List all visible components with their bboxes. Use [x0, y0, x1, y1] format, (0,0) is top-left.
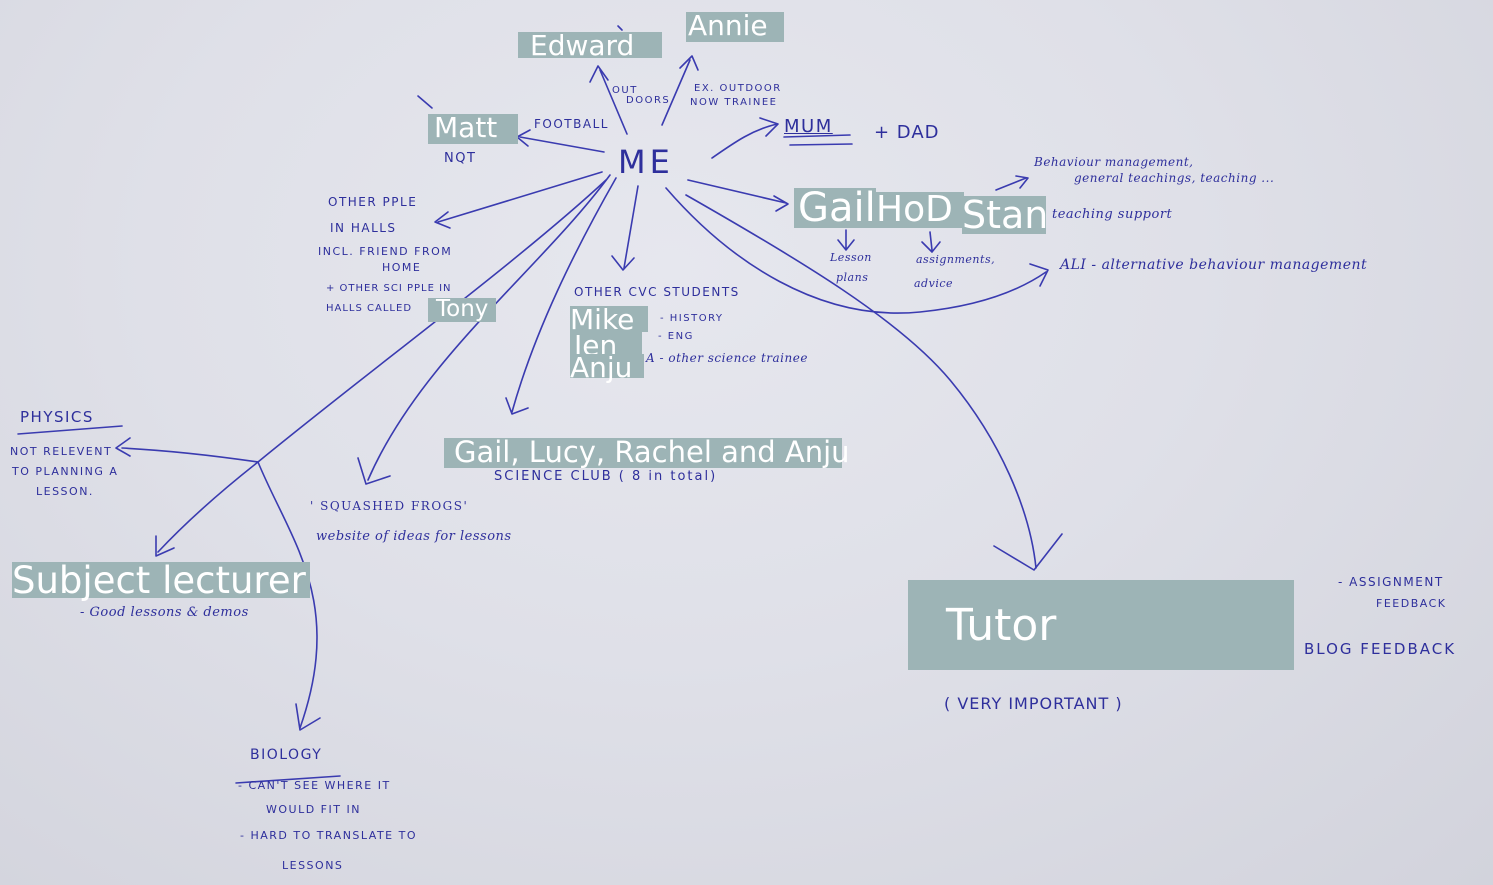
assignment-note-1: - ASSIGNMENT — [1338, 575, 1444, 589]
arrowhead-mum — [759, 117, 779, 137]
arrowhead-science-club — [505, 397, 529, 415]
annie-note-2: NOW TRAINEE — [690, 97, 778, 108]
label-tutor: Tutor — [908, 580, 1294, 670]
stray-mark-annie — [617, 25, 623, 31]
label-matt: Matt — [428, 114, 518, 144]
arrow-stan-notes — [995, 175, 1029, 191]
arrowhead-cvc — [611, 255, 635, 271]
me-center-node: ME — [618, 143, 674, 181]
label-hod: HoD — [876, 192, 964, 228]
label-stan: Stan — [962, 193, 1049, 237]
stray-mark-matt — [417, 95, 433, 109]
arrowhead-frogs — [357, 457, 391, 485]
ali-note: ALI - alternative behaviour management — [1060, 257, 1368, 273]
annie-note-1: EX. OUTDOOR — [694, 83, 782, 94]
other-halls-note-4: HOME — [382, 261, 422, 274]
label-tony: Tony — [428, 298, 496, 322]
teaching-support-note: teaching support — [1052, 207, 1173, 222]
arrowhead-biology — [295, 703, 321, 731]
science-club-note: SCIENCE CLUB ( 8 in total) — [494, 469, 718, 484]
hod-note-2: advice — [914, 277, 954, 290]
tutor-note: ( VERY IMPORTANT ) — [944, 694, 1123, 713]
arrowhead-tutor — [993, 533, 1063, 571]
arrow-gail-notes — [837, 229, 855, 251]
biology-note-4: LESSONS — [282, 859, 344, 872]
hod-note-1: assignments, — [916, 253, 996, 266]
label-mike: Mike — [570, 306, 648, 334]
link-gail — [687, 179, 787, 204]
biology-note-1: - CAN'T SEE WHERE IT — [238, 779, 391, 792]
stan-note-1: Behaviour management, — [1034, 155, 1194, 169]
blog-feedback-note: BLOG FEEDBACK — [1304, 640, 1457, 658]
other-halls-note-1: OTHER PPLE — [328, 195, 418, 209]
label-gail: Gail — [794, 188, 876, 228]
physics-underline — [17, 425, 123, 435]
frogs-note-1: ' SQUASHED FROGS' — [310, 499, 469, 513]
physics-title: PHYSICS — [20, 408, 94, 426]
arrowhead-halls — [434, 211, 451, 229]
link-mum — [711, 123, 778, 159]
arrowhead-lecturer — [155, 535, 175, 557]
other-cvc-note: OTHER CVC STUDENTS — [574, 285, 740, 299]
link-ali — [665, 187, 1047, 314]
history-note: - HISTORY — [660, 313, 724, 324]
link-science-club — [511, 177, 617, 413]
physics-note-3: LESSON. — [36, 485, 94, 498]
biology-underline — [235, 775, 341, 784]
nqt-note: NQT — [444, 151, 477, 166]
link-physics — [121, 447, 259, 463]
other-halls-note-3: INCL. FRIEND FROM — [318, 245, 453, 258]
link-edward — [599, 69, 628, 135]
football-note: FOOTBALL — [534, 117, 609, 131]
mum-note: MUM — [784, 116, 833, 137]
dad-note: + DAD — [874, 122, 940, 143]
mum-underline-2 — [789, 143, 853, 146]
link-matt — [519, 136, 605, 153]
arrow-hod-notes — [921, 231, 941, 253]
frogs-note-2: website of ideas for lessons — [316, 529, 512, 544]
link-lecturer — [157, 461, 259, 553]
lecturer-note: - Good lessons & demos — [80, 605, 249, 620]
other-science-note: A - other science trainee — [646, 351, 808, 365]
assignment-note-2: FEEDBACK — [1376, 597, 1447, 610]
gail-note-1: Lesson — [830, 251, 872, 264]
link-halls — [437, 171, 603, 223]
link-annie — [661, 59, 691, 126]
label-edward: Edward — [518, 32, 662, 60]
link-tutor — [685, 194, 1037, 569]
outdoors-note-1: OUT — [612, 85, 638, 96]
label-annie: Annie — [686, 12, 784, 42]
arrowhead-ali — [1029, 263, 1049, 287]
outdoors-note-2: DOORS — [626, 95, 671, 106]
mum-underline-1 — [783, 134, 851, 138]
physics-note-2: TO PLANNING A — [12, 465, 119, 478]
biology-note-3: - HARD TO TRANSLATE TO — [240, 829, 417, 842]
label-subject-lecturer: Subject lecturer — [12, 562, 310, 599]
label-science-club: Gail, Lucy, Rachel and Anju — [444, 438, 850, 468]
label-anju: Anju — [570, 354, 644, 382]
arrowhead-gail — [773, 195, 789, 212]
physics-note-1: NOT RELEVENT — [10, 445, 113, 458]
link-cvc — [623, 185, 639, 269]
gail-note-2: plans — [836, 271, 869, 284]
other-halls-note-2: IN HALLS — [330, 221, 397, 235]
arrowhead-edward — [589, 65, 609, 83]
eng-note: - ENG — [658, 331, 694, 342]
arrowhead-physics — [115, 437, 131, 457]
biology-note-2: WOULD FIT IN — [266, 803, 361, 816]
stan-note-2: general teachings, teaching ... — [1074, 171, 1275, 185]
other-halls-note-5: + OTHER SCI PPLE IN — [326, 283, 452, 294]
other-halls-note-6: HALLS CALLED — [326, 303, 413, 314]
biology-title: BIOLOGY — [250, 747, 323, 763]
arrowhead-annie — [679, 55, 699, 71]
